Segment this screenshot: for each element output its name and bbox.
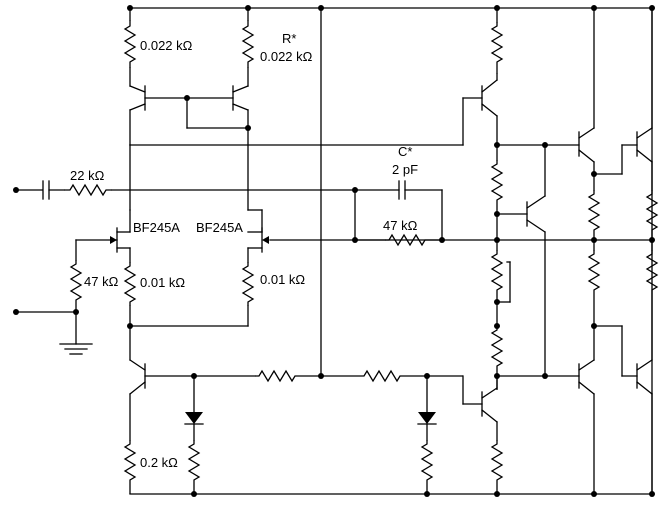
lower-resistor-mid2: [360, 369, 463, 383]
lower-resistor-mid1: [255, 369, 360, 383]
lower-left-transistor: 0.2 kΩ: [123, 325, 256, 494]
r-src-right-label: 0.01 kΩ: [260, 272, 305, 287]
r-bias-label: 47 kΩ: [84, 274, 119, 289]
r-bottom-left-label: 0.2 kΩ: [140, 455, 178, 470]
input-terminal: [13, 187, 43, 193]
r-top-mid-label: 0.022 kΩ: [260, 49, 313, 64]
junction-dots: [73, 5, 655, 497]
feedback-resistor: 47 kΩ: [354, 189, 442, 247]
r-feedback-label: 47 kΩ: [383, 218, 418, 233]
source-resistor-right: 0.01 kΩ: [129, 262, 305, 327]
r-top-left-label: 0.022 kΩ: [140, 38, 193, 53]
feedback-capacitor: C* 2 pF: [354, 144, 443, 241]
transistor-q1: [129, 85, 188, 146]
r-src-left-label: 0.01 kΩ: [140, 275, 185, 290]
lower-driver-transistor: [462, 375, 546, 494]
input-resistor-label: 22 kΩ: [70, 168, 105, 183]
jfet-right-label: BF245A: [196, 220, 243, 235]
driver-resistor-top: [490, 7, 504, 74]
lower-diode-left: [184, 375, 204, 494]
output-upper-left: [544, 7, 623, 240]
c-star-label: C*: [398, 144, 412, 159]
lower-diode-right: [417, 375, 437, 494]
r-star-label: R*: [282, 31, 296, 46]
source-resistor-left: 0.01 kΩ: [123, 262, 185, 327]
output-upper-right: [621, 7, 659, 240]
jfet-left: BF245A: [75, 144, 180, 263]
input-resistor: 22 kΩ: [64, 168, 112, 197]
output-lower-left: [544, 239, 623, 495]
vbe-multiplier-transistor: [496, 144, 546, 377]
mid-vertical-branch: R* 0.022 kΩ: [241, 7, 313, 87]
jfet-left-label: BF245A: [133, 220, 180, 235]
transistor-q2: [186, 85, 249, 211]
bias-resistor: 47 kΩ: [69, 239, 119, 312]
driver-chain: [490, 144, 528, 390]
driver-transistor-top: [462, 73, 498, 146]
c-value-label: 2 pF: [392, 162, 418, 177]
left-vertical-branch: 0.022 kΩ: [123, 7, 193, 87]
gate-arrows: [110, 236, 269, 244]
ground-terminal: [13, 309, 93, 355]
output-lower-right: [621, 239, 659, 495]
input-capacitor: [42, 180, 65, 200]
jfet-right: BF245A: [196, 209, 263, 263]
